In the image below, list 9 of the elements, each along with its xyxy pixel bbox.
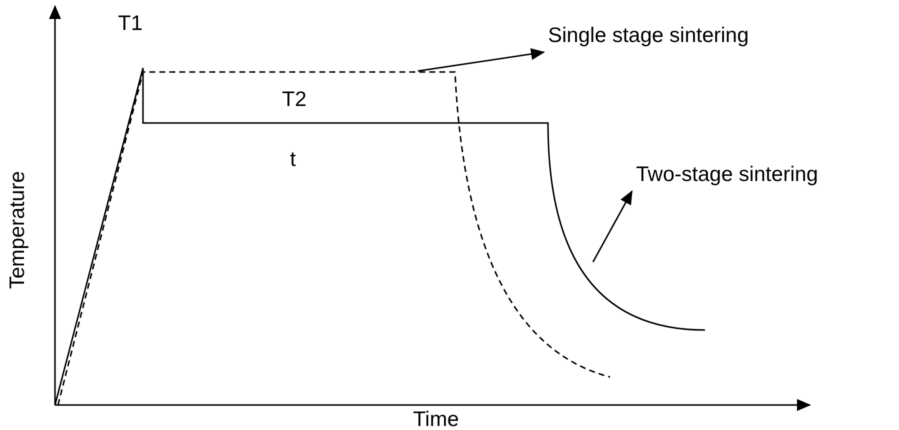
curve-label: Two-stage sintering <box>636 163 818 188</box>
axis-title: Time <box>413 408 459 430</box>
temperature-label: T1 <box>118 12 143 36</box>
axis-title: Temperature <box>6 171 30 290</box>
time-label: t <box>290 148 296 172</box>
curve-label: Single stage sintering <box>548 24 749 48</box>
leader-arrow <box>418 48 545 72</box>
leader-arrow <box>592 190 633 262</box>
temperature-label: T2 <box>282 88 307 112</box>
